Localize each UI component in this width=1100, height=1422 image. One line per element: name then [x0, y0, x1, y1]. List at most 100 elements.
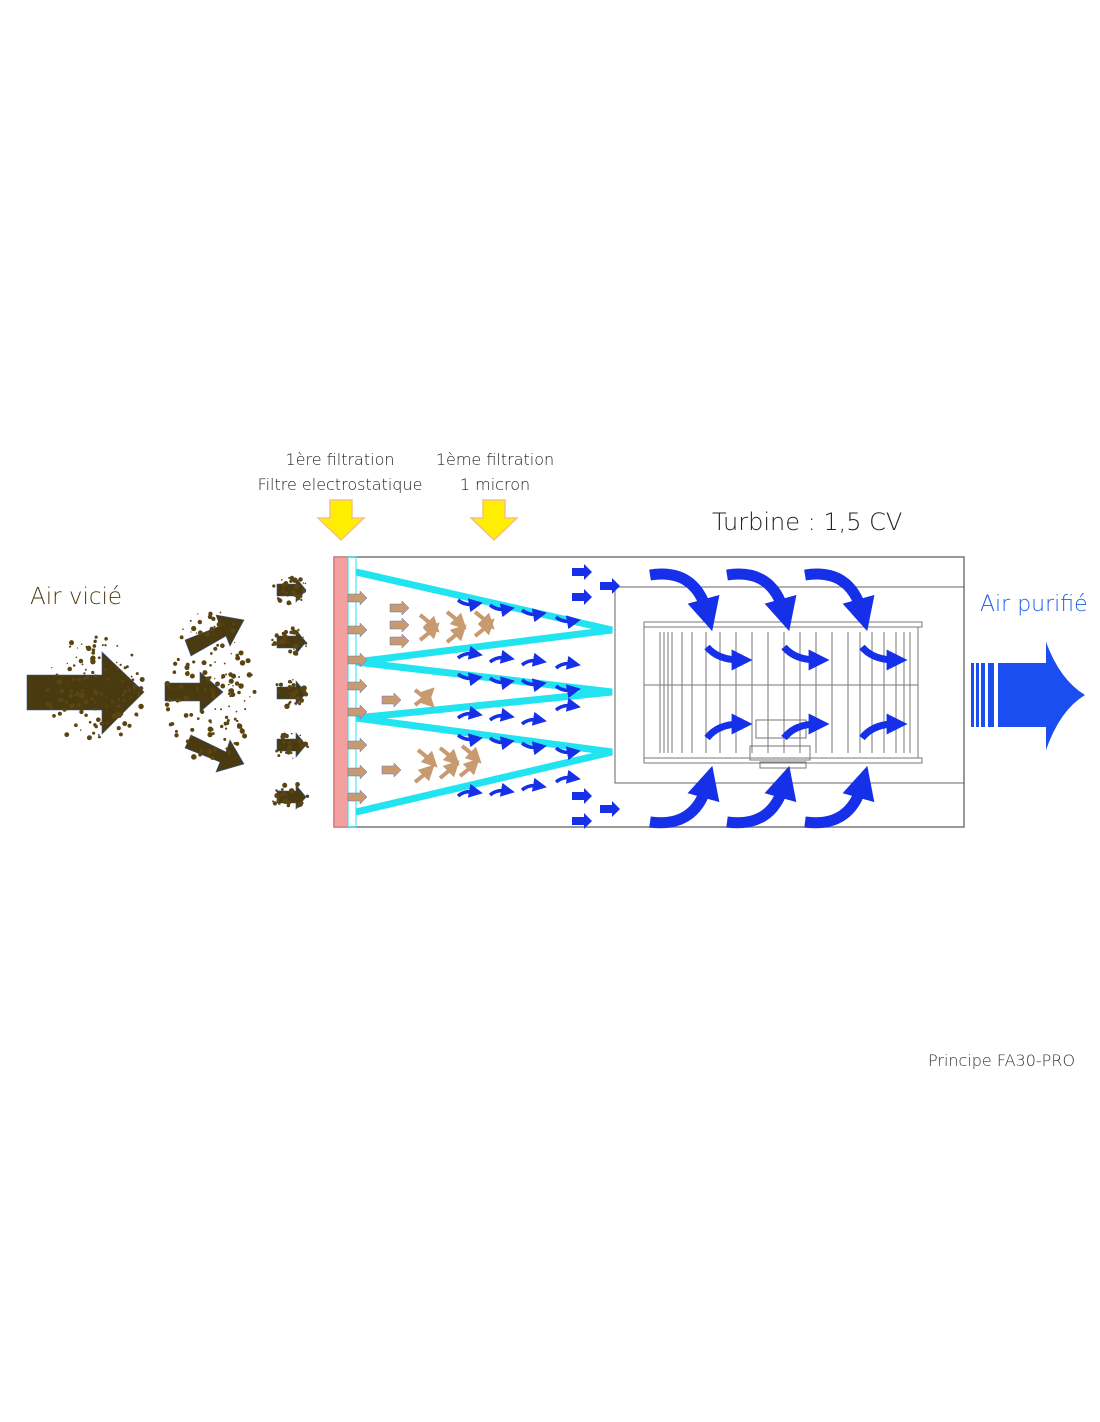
curved-arrow-icon: [520, 741, 547, 756]
curved-arrow-icon: [460, 744, 482, 764]
particle: [302, 690, 307, 694]
particle: [183, 713, 189, 718]
particle: [208, 719, 212, 723]
particle: [243, 699, 246, 702]
particle: [286, 799, 292, 805]
filter2-subtitle: 1 micron: [459, 475, 531, 494]
particle: [170, 699, 174, 702]
particle: [64, 732, 70, 738]
particle: [122, 699, 126, 703]
curved-arrow-icon: [554, 655, 581, 670]
particle: [56, 691, 59, 694]
particle: [183, 695, 189, 701]
particle: [94, 701, 97, 704]
particle: [62, 699, 65, 703]
curved-arrow-icon: [438, 760, 460, 780]
particle: [72, 664, 76, 667]
arrow-right-icon: [389, 633, 410, 649]
particle: [238, 650, 244, 656]
particle: [234, 681, 240, 686]
particle: [279, 750, 283, 754]
curved-arrow-icon: [704, 713, 753, 741]
curved-arrow-icon: [456, 733, 483, 748]
particle: [290, 732, 293, 735]
particle: [293, 696, 296, 699]
curved-arrow-icon: [456, 705, 483, 720]
micron-filter: [355, 568, 613, 816]
particle: [55, 673, 59, 677]
particle: [90, 655, 96, 661]
particle: [277, 597, 281, 602]
particle: [219, 611, 222, 614]
particle: [299, 698, 304, 703]
particle: [97, 656, 101, 660]
particle: [105, 705, 109, 708]
curved-arrow-icon: [520, 608, 547, 623]
particle: [207, 732, 213, 738]
particle: [207, 755, 209, 758]
particle: [282, 800, 285, 804]
particle: [228, 672, 233, 677]
particle: [299, 734, 302, 737]
arrow-right-icon: [347, 678, 368, 694]
particle: [213, 625, 216, 628]
particle: [173, 688, 176, 691]
turbine-airflow-arrows: [649, 568, 908, 829]
particle: [280, 579, 283, 581]
curved-arrow-icon: [456, 645, 483, 660]
arrow-down-right-icon: [184, 734, 245, 773]
particle: [96, 717, 101, 723]
particle: [244, 708, 247, 711]
particle: [116, 704, 121, 708]
particle: [292, 577, 298, 583]
particle: [86, 735, 92, 741]
particle: [49, 701, 51, 704]
particle: [222, 623, 225, 626]
particle: [97, 733, 100, 736]
particle: [99, 721, 104, 726]
particle: [210, 687, 214, 691]
particle: [68, 703, 74, 709]
particle: [44, 701, 51, 707]
particle: [214, 689, 217, 691]
particle: [197, 619, 203, 625]
particle: [122, 721, 128, 727]
particle: [199, 749, 204, 753]
particle: [210, 755, 215, 760]
particle: [246, 672, 252, 678]
particle: [189, 619, 192, 622]
curved-arrow-icon: [488, 707, 515, 722]
particle: [189, 673, 195, 679]
particle: [192, 660, 196, 664]
particle: [223, 721, 228, 726]
particle: [94, 707, 97, 711]
particle: [237, 690, 241, 695]
diagram-caption: Principe FA30-PRO: [928, 1051, 1076, 1070]
particle: [209, 626, 215, 632]
curved-arrow-icon: [418, 613, 440, 633]
curved-arrow-icon: [438, 746, 460, 766]
particle: [302, 636, 304, 638]
particle: [185, 692, 187, 694]
particle: [230, 692, 236, 698]
particle: [91, 651, 96, 655]
particle: [284, 735, 288, 738]
particle: [278, 682, 284, 687]
particle: [221, 673, 226, 679]
arrow-right-icon: [381, 762, 402, 778]
particle: [115, 709, 118, 712]
arrow-right-icon: [347, 590, 368, 606]
particle: [105, 696, 108, 699]
particle: [271, 638, 274, 642]
particle: [178, 684, 184, 690]
particle: [78, 658, 84, 664]
curved-arrow-icon: [456, 598, 483, 613]
particle: [104, 643, 107, 647]
particle: [220, 683, 226, 689]
particle: [76, 647, 79, 649]
particle: [290, 626, 295, 631]
particle: [298, 577, 303, 582]
particle: [98, 735, 101, 739]
particle: [84, 713, 88, 718]
